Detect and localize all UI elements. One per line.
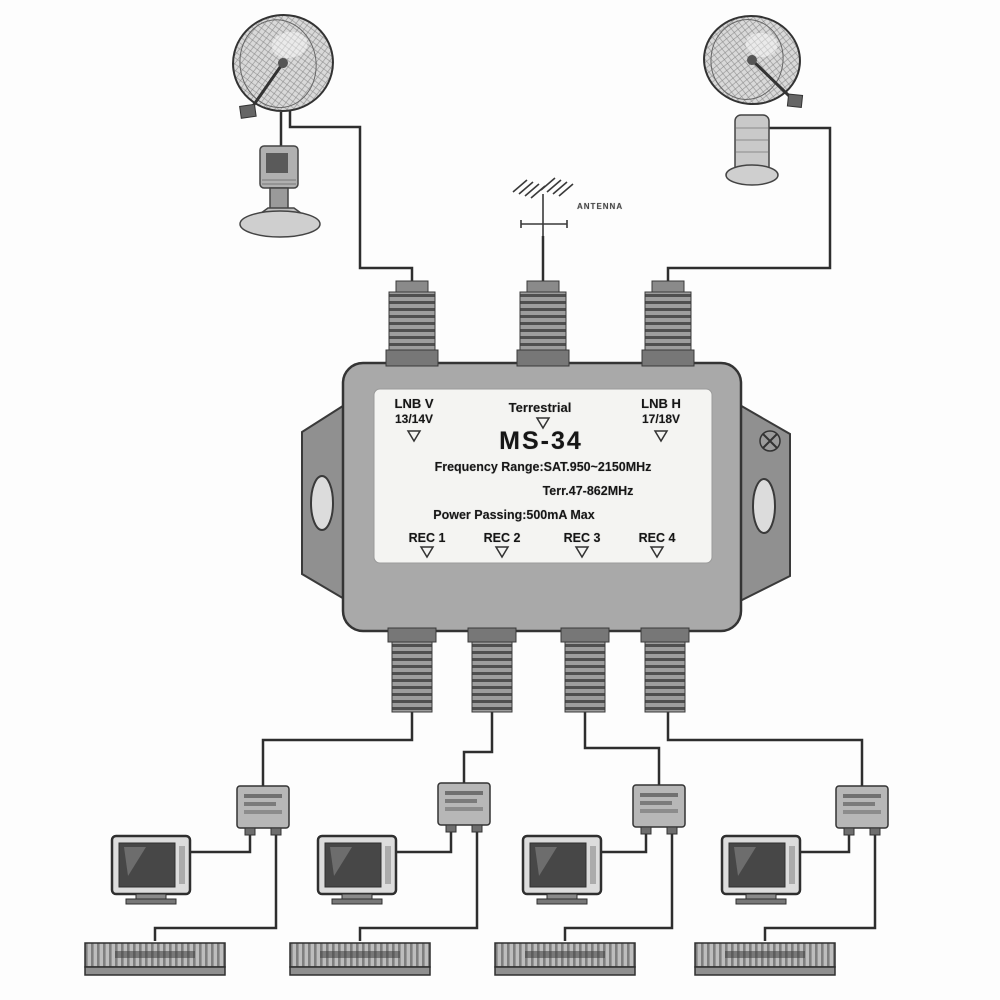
mounting-hole-right bbox=[752, 478, 776, 534]
cable-rec1-to-splitter1 bbox=[261, 712, 414, 786]
cables bbox=[153, 110, 877, 941]
input-connector-terrestrial bbox=[516, 280, 570, 367]
output-label-rec2: REC 2 bbox=[483, 531, 521, 545]
input-label-lnbv: LNB V bbox=[394, 396, 434, 411]
output-label-rec3: REC 3 bbox=[563, 531, 601, 545]
cable-splitter4-to-tv4 bbox=[800, 832, 851, 854]
tv-2-icon bbox=[316, 834, 398, 905]
cable-splitter3-to-tv3 bbox=[601, 831, 648, 854]
output-connector-rec3 bbox=[560, 627, 610, 713]
multiswitch-body bbox=[301, 361, 791, 633]
input-connector-lnbv bbox=[385, 280, 439, 367]
splitter-box-2 bbox=[437, 782, 491, 833]
spec-terrestrial-range: Terr.47-862MHz bbox=[542, 484, 634, 498]
output-label-rec4: REC 4 bbox=[638, 531, 676, 545]
output-connector-rec2 bbox=[467, 627, 517, 713]
tv-1-icon bbox=[110, 834, 192, 905]
splitter-box-1 bbox=[236, 785, 290, 836]
receiver-4-icon bbox=[694, 942, 836, 976]
input-sublabel-lnbh: 17/18V bbox=[641, 412, 681, 426]
receiver-3-icon bbox=[494, 942, 636, 976]
satellite-dish-left-icon bbox=[232, 13, 334, 119]
cable-splitter3-to-receiver3 bbox=[563, 831, 674, 941]
tv-3-icon bbox=[521, 834, 603, 905]
output-connector-rec4 bbox=[640, 627, 690, 713]
spec-power-passing: Power Passing:500mA Max bbox=[433, 508, 595, 522]
cable-splitter4-to-receiver4 bbox=[763, 832, 877, 941]
tv-4-icon bbox=[720, 834, 802, 905]
lnb-feedhorn-right-icon bbox=[725, 114, 779, 186]
cable-splitter1-to-receiver1 bbox=[153, 832, 278, 941]
cable-splitter2-to-receiver2 bbox=[358, 830, 479, 941]
splitter-box-3 bbox=[632, 784, 686, 835]
spec-frequency-range: Frequency Range:SAT.950~2150MHz bbox=[434, 460, 652, 474]
receiver-2-icon bbox=[289, 942, 431, 976]
satellite-dish-right-icon bbox=[703, 14, 804, 186]
receiver-1-icon bbox=[84, 942, 226, 976]
input-label-terrestrial: Terrestrial bbox=[508, 400, 572, 415]
cable-right-dish-to-lnbh-input bbox=[666, 126, 832, 283]
cable-splitter2-to-tv2 bbox=[396, 830, 453, 854]
terrestrial-antenna-icon bbox=[512, 177, 574, 236]
cable-rec3-to-splitter3 bbox=[583, 712, 661, 785]
antenna-label: ANTENNA bbox=[577, 202, 624, 211]
port-markers bbox=[406, 417, 669, 559]
cable-rec4-to-splitter4 bbox=[666, 712, 864, 786]
input-sublabel-lnbv: 13/14V bbox=[394, 412, 434, 426]
label-panel bbox=[373, 388, 713, 564]
mounting-hole-left bbox=[310, 475, 334, 531]
output-label-rec1: REC 1 bbox=[408, 531, 446, 545]
cable-rec2-to-splitter2 bbox=[462, 712, 494, 783]
cable-splitter1-to-tv1 bbox=[190, 832, 252, 854]
model-label: MS-34 bbox=[499, 427, 583, 455]
input-connector-lnbh bbox=[641, 280, 695, 367]
cable-left-dish-to-lnbv-input bbox=[288, 110, 414, 283]
input-label-lnbh: LNB H bbox=[641, 396, 681, 411]
lnb-feedhorn-left-icon bbox=[239, 145, 321, 238]
splitter-box-4 bbox=[835, 785, 889, 836]
output-connector-rec1 bbox=[387, 627, 437, 713]
screw-icon bbox=[759, 430, 781, 452]
